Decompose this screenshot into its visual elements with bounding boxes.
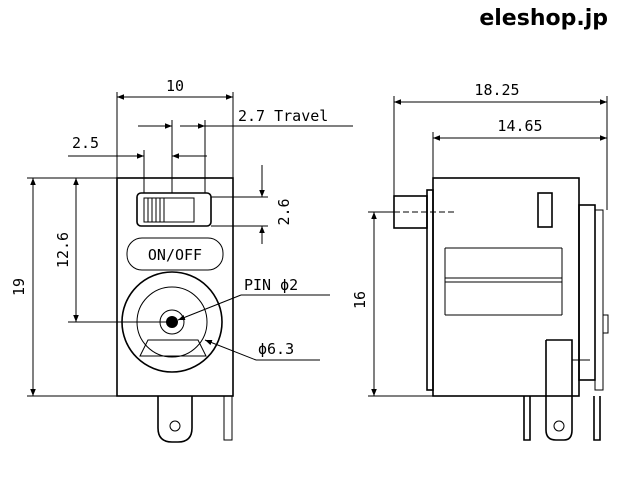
side-terminal-hole <box>553 420 565 432</box>
on-off-label-frame <box>126 237 224 271</box>
dim-upper-height-label: 12.6 <box>54 232 72 268</box>
side-body-outline <box>432 177 580 397</box>
jack-latch <box>139 339 207 357</box>
brand-logo-text: eleshop.jp <box>479 6 608 31</box>
front-body-outline <box>116 177 234 397</box>
jack-leader <box>204 339 257 361</box>
dim-travel-label: 2.7 Travel <box>238 107 328 125</box>
dim-height-label: 19 <box>10 278 28 296</box>
dim-body-depth-label: 14.65 <box>497 117 542 135</box>
side-rear-plate <box>578 204 596 381</box>
side-rear-plate-outer <box>594 209 604 391</box>
front-tab-hole <box>169 420 181 432</box>
side-window <box>537 192 553 228</box>
side-terminal-right <box>593 396 601 441</box>
on-off-label: ON/OFF <box>148 246 202 264</box>
front-mounting-tab <box>157 396 193 443</box>
switch-knob-ribs <box>147 198 165 222</box>
side-view: 18.25 14.65 16 <box>351 81 609 441</box>
slide-switch-window <box>136 192 212 227</box>
slide-switch-knob <box>143 197 195 223</box>
dim-switch-offset-label: 2.5 <box>72 134 99 152</box>
front-side-lug <box>223 396 233 441</box>
dim-total-depth-label: 18.25 <box>474 81 519 99</box>
pin-label: PIN ϕ2 <box>244 276 298 294</box>
dim-width-label: 10 <box>166 77 184 95</box>
dim-side-height-label: 16 <box>351 291 369 309</box>
side-terminal-middle <box>545 339 573 441</box>
front-view: ON/OFF 10 2.7 Travel 2.5 19 12.6 <box>10 77 353 443</box>
jack-label: ϕ6.3 <box>258 340 294 358</box>
dim-switch-height-label: 2.6 <box>275 198 293 225</box>
side-front-flange <box>426 189 434 391</box>
pin-leader <box>177 294 242 321</box>
side-terminal-left <box>523 396 531 441</box>
